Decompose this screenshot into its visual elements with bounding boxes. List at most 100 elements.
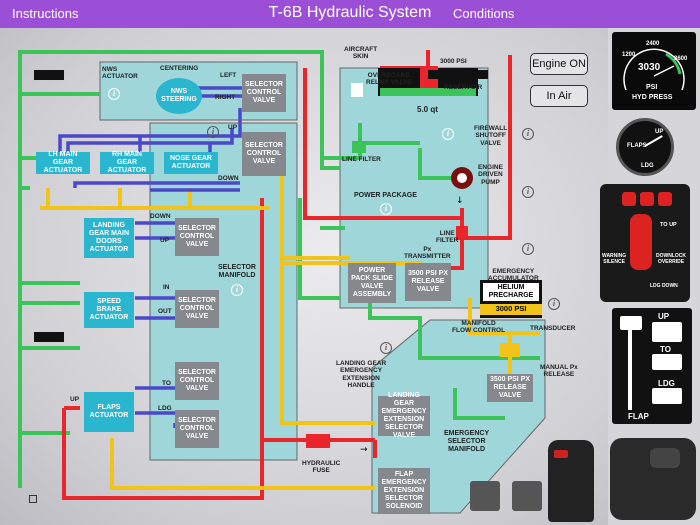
flaps-gauge-label: FLAPS bbox=[627, 143, 647, 149]
helium-precharge-label: HELIUM PRECHARGE bbox=[483, 283, 539, 302]
power-package-info-icon[interactable]: i bbox=[380, 203, 392, 215]
nose-gear-actuator[interactable]: NOSE GEAR ACTUATOR bbox=[164, 152, 218, 174]
selector-manifold-info-icon[interactable]: i bbox=[231, 284, 243, 296]
flap-up-block[interactable] bbox=[652, 322, 682, 342]
flaps-ldg-label: LDG bbox=[158, 405, 172, 412]
flap-up-label: UP bbox=[658, 312, 670, 321]
flaps-up-label: UP bbox=[70, 396, 80, 403]
warning-silence-label: WARNING SILENCE bbox=[602, 253, 627, 265]
reservoir-indicator-bar bbox=[428, 70, 488, 79]
gear-light-right bbox=[658, 192, 672, 206]
hyd-press-unit: PSI bbox=[646, 84, 658, 91]
speed-brake-out-label: OUT bbox=[158, 308, 172, 315]
right-label: RIGHT bbox=[215, 94, 236, 101]
flaps-to-label: TO bbox=[162, 380, 171, 387]
right-brake-pedal[interactable] bbox=[512, 481, 542, 511]
nws-actuator-label: NWS ACTUATOR bbox=[102, 66, 138, 81]
landing-gear-panel: TO UP WARNING SILENCE DOWNLOCK OVERRIDE … bbox=[600, 184, 690, 302]
gear-info-icon[interactable]: i bbox=[207, 126, 219, 138]
px-info-icon[interactable]: i bbox=[522, 243, 534, 255]
flap-ldg-block[interactable] bbox=[652, 388, 682, 404]
flap-ldg-label: LDG bbox=[658, 379, 675, 388]
release-3500-valve[interactable]: 3500 PSI PX RELEASE VALVE bbox=[405, 263, 451, 301]
gauge-tick-3600: 3600 bbox=[674, 56, 688, 62]
gear-selector-control-valve[interactable]: SELECTOR CONTROL VALVE bbox=[242, 132, 286, 176]
engine-info-icon[interactable]: i bbox=[522, 186, 534, 198]
lh-main-gear-actuator[interactable]: LH MAIN GEAR ACTUATOR bbox=[36, 151, 90, 174]
ldg-down-label: LDG DOWN bbox=[650, 283, 678, 289]
selector-info-icon[interactable]: i bbox=[548, 298, 560, 310]
left-label: LEFT bbox=[220, 72, 237, 79]
hyd-press-value: 3030 bbox=[638, 62, 661, 73]
line-filter2-body bbox=[456, 226, 468, 240]
hyd-press-dial bbox=[623, 48, 685, 91]
emergency-accumulator[interactable]: HELIUM PRECHARGE 3000 PSI bbox=[480, 280, 542, 318]
hyd-press-gauge: 1200 2400 3600 3030 PSI HYD PRESS bbox=[612, 32, 696, 110]
flaps-ldg-selector-control-valve[interactable]: SELECTOR CONTROL VALVE bbox=[175, 410, 219, 448]
flaps-gauge-needle bbox=[644, 135, 663, 147]
gear-up-label: UP bbox=[228, 124, 238, 131]
accumulator-info-icon[interactable]: i bbox=[380, 342, 392, 354]
gauge-tick-2400: 2400 bbox=[646, 41, 660, 47]
in-air-button[interactable]: In Air bbox=[530, 85, 588, 107]
control-stick-grip[interactable] bbox=[548, 440, 594, 522]
flaps-gauge-up: UP bbox=[655, 129, 664, 135]
lg-emergency-handle-label: LANDING GEAR EMERGENCY EXTENSION HANDLE bbox=[336, 360, 387, 390]
gear-handle[interactable] bbox=[630, 214, 652, 270]
nws-steering[interactable]: NWS STEERING bbox=[156, 78, 202, 114]
hydraulic-fuse-label: HYDRAULIC FUSE bbox=[302, 460, 341, 475]
engine-on-button[interactable]: Engine ON bbox=[530, 53, 588, 75]
engine-pump-label: ENGINE DRIVEN PUMP bbox=[478, 164, 503, 186]
downlock-override-label: DOWNLOCK OVERRIDE bbox=[656, 253, 686, 265]
aircraft-skin-label: AIRCRAFT SKIN bbox=[344, 46, 378, 61]
emergency-accumulator-label: EMERGENCY ACCUMULATOR bbox=[488, 268, 539, 283]
overboard-relief-label: OVERBOARD RELIEF VALVE bbox=[366, 72, 412, 87]
flap-up-button[interactable] bbox=[620, 316, 642, 330]
line-filter2-label: LINE FILTER bbox=[436, 230, 459, 245]
doors-up-label: UP bbox=[160, 237, 170, 244]
pump-info-icon[interactable]: i bbox=[442, 128, 454, 140]
throttle-quadrant[interactable] bbox=[610, 438, 696, 520]
gear-handle-up-label: TO UP bbox=[660, 222, 677, 228]
flap-lever[interactable] bbox=[628, 330, 632, 410]
firewall-shutoff-label: FIREWALL SHUTOFF VALVE bbox=[474, 125, 508, 147]
power-package-label: POWER PACKAGE bbox=[354, 192, 417, 199]
line-filter-label: LINE FILTER bbox=[342, 156, 381, 163]
release-3500-valve-2[interactable]: 3500 PSI PX RELEASE VALVE bbox=[487, 374, 533, 402]
hydraulic-fuse-body bbox=[306, 434, 330, 448]
centering-label: CENTERING bbox=[160, 65, 199, 72]
flap-to-label: TO bbox=[660, 345, 671, 354]
flaps-actuator[interactable]: FLAPS ACTUATOR bbox=[84, 392, 134, 432]
reservoir-label: RESERVOIR bbox=[444, 84, 483, 91]
speed-brake-selector-control-valve[interactable]: SELECTOR CONTROL VALVE bbox=[175, 290, 219, 328]
nws-selector-control-valve[interactable]: SELECTOR CONTROL VALVE bbox=[242, 74, 286, 112]
left-brake-pedal[interactable] bbox=[470, 481, 500, 511]
flap-title-label: FLAP bbox=[628, 412, 649, 421]
psi-3000-label: 3000 PSI bbox=[440, 58, 467, 65]
reservoir-quantity: 5.0 qt bbox=[417, 105, 438, 114]
flap-to-block[interactable] bbox=[652, 354, 682, 370]
firewall-info-icon[interactable]: i bbox=[522, 128, 534, 140]
instructions-button[interactable]: Instructions bbox=[12, 6, 79, 21]
px-transmitter-label: Px TRANSMITTER bbox=[404, 246, 451, 261]
page-title: T-6B Hydraulic System bbox=[268, 4, 432, 21]
gauge-tick-1200: 1200 bbox=[622, 52, 636, 58]
svg-text:→: → bbox=[360, 445, 368, 455]
landing-gear-doors-actuator[interactable]: LANDING GEAR MAIN DOORS ACTUATOR bbox=[84, 218, 134, 258]
manual-px-release-label: MANUAL Px RELEASE bbox=[540, 364, 578, 379]
indicator-bar-1 bbox=[34, 70, 64, 80]
rh-main-gear-actuator[interactable]: RH MAIN GEAR ACTUATOR bbox=[100, 151, 154, 174]
flaps-gauge-ldg: LDG bbox=[641, 163, 654, 169]
speed-brake-actuator[interactable]: SPEED BRAKE ACTUATOR bbox=[84, 292, 134, 328]
conditions-button[interactable]: Conditions bbox=[453, 6, 515, 21]
doors-selector-control-valve[interactable]: SELECTOR CONTROL VALVE bbox=[175, 218, 219, 256]
selector-manifold-label: SELECTOR MANIFOLD bbox=[218, 264, 256, 280]
flap-emergency-solenoid[interactable]: FLAP EMERGENCY EXTENSION SELECTOR SOLENO… bbox=[378, 468, 430, 514]
checkbox-toggle[interactable] bbox=[29, 495, 37, 503]
nws-info-icon[interactable]: i bbox=[108, 88, 120, 100]
flaps-to-selector-control-valve[interactable]: SELECTOR CONTROL VALVE bbox=[175, 362, 219, 400]
transducer-label: TRANSDUCER bbox=[530, 325, 576, 332]
power-pack-slide-valve[interactable]: POWER PACK SLIDE VALVE ASSEMBLY bbox=[348, 263, 396, 303]
hydraulic-schematic: ↓ → NWS ACTUATOR CENTERING LEFT RIGHT NW… bbox=[0, 28, 608, 525]
lg-emergency-selector-valve[interactable]: LANDING GEAR EMERGENCY EXTENSION SELECTO… bbox=[378, 392, 430, 439]
